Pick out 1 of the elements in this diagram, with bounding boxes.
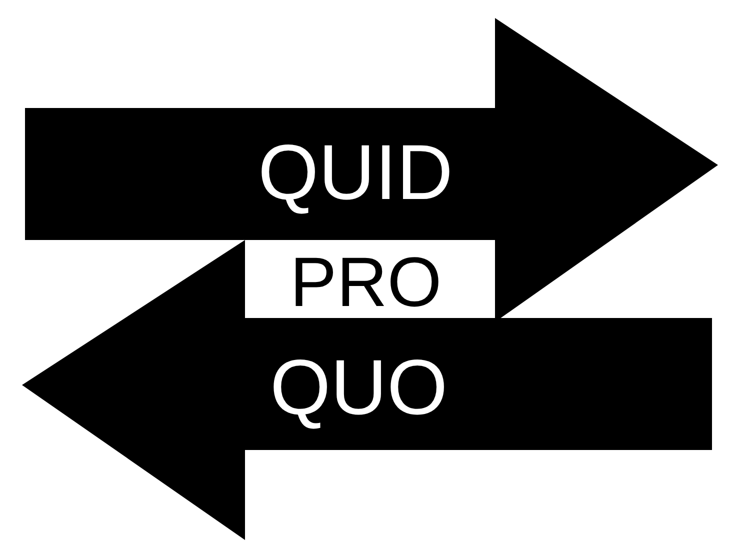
- center-text: PRO: [290, 247, 442, 317]
